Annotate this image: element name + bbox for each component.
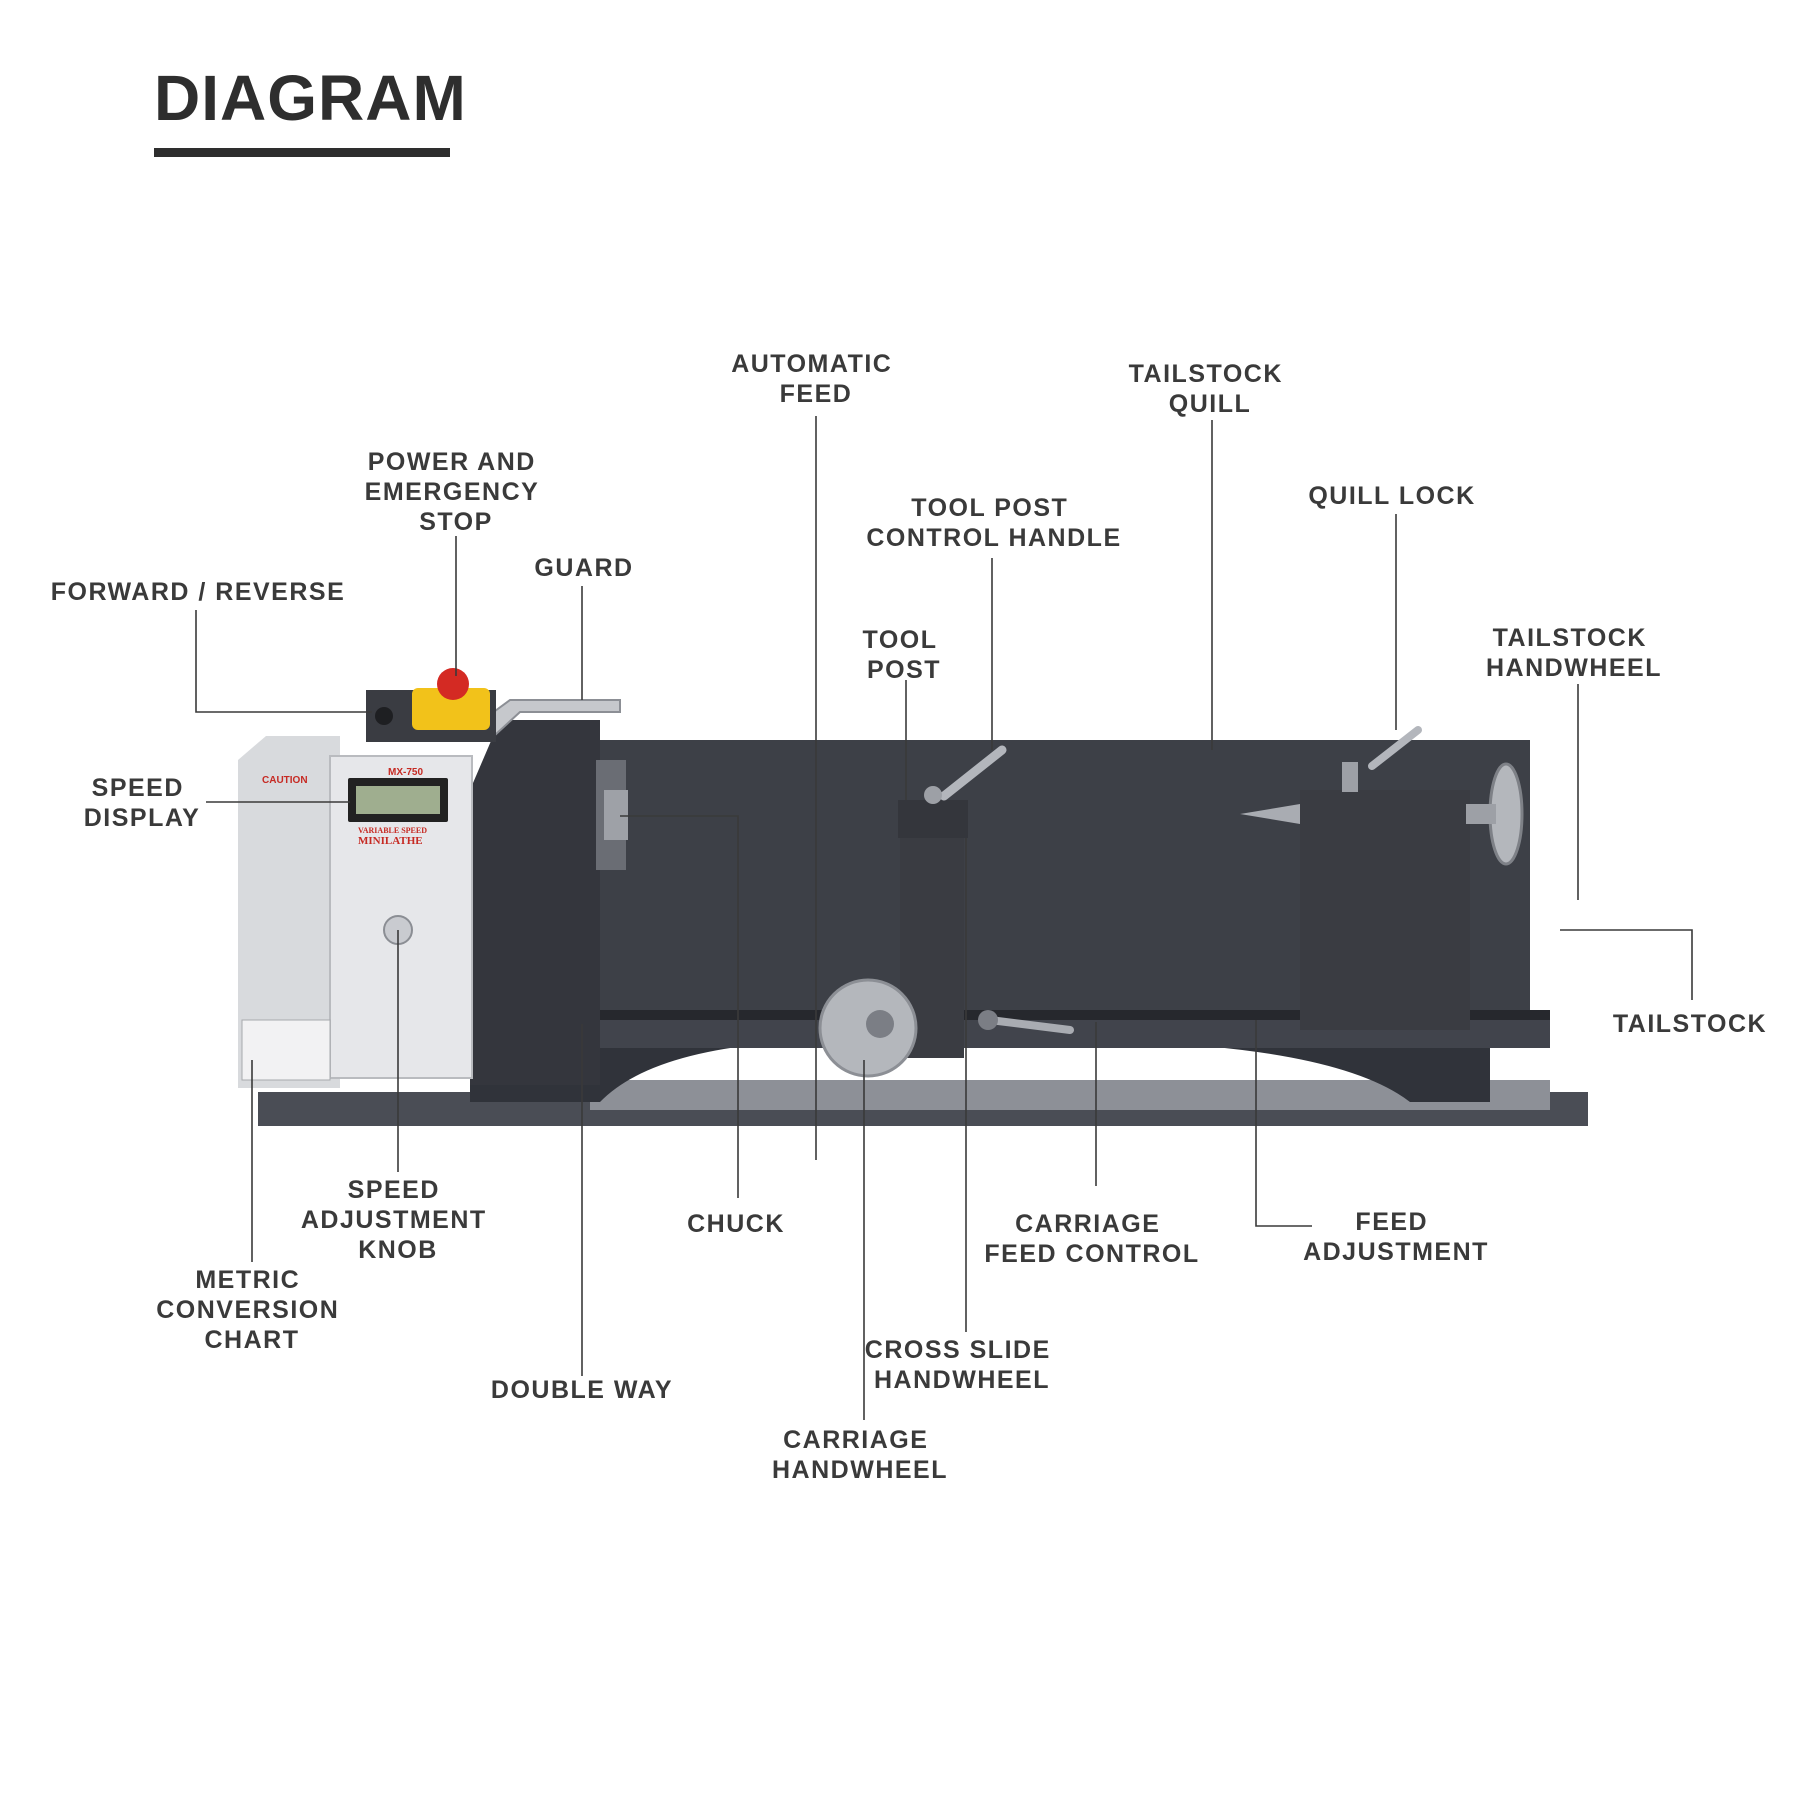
label-metric-conversion-chart: METRIC CONVERSION CHART — [156, 1266, 348, 1354]
label-line: CHUCK — [687, 1210, 785, 1238]
label-line: EMERGENCY — [365, 478, 539, 506]
leader-feed-adjustment — [1255, 1020, 1312, 1227]
headstock — [470, 720, 600, 1085]
label-tailstock: TAILSTOCK — [1613, 1010, 1767, 1038]
label-line: FORWARD / REVERSE — [51, 578, 346, 606]
label-line: ADJUSTMENT — [1303, 1238, 1489, 1266]
label-line: TAILSTOCK — [1129, 360, 1283, 388]
tailstock — [1300, 790, 1470, 1030]
leader-tailstock — [1560, 929, 1693, 1000]
label-line: CROSS SLIDE — [865, 1336, 1051, 1364]
label-feed-adjustment: FEED ADJUSTMENT — [1303, 1208, 1489, 1266]
estop-button[interactable] — [437, 668, 469, 700]
label-line: TAILSTOCK — [1493, 624, 1647, 652]
carriage-feed-lever[interactable] — [986, 1016, 1074, 1034]
label-line: ADJUSTMENT — [301, 1206, 487, 1234]
title-underline — [154, 148, 450, 157]
label-line: SPEED — [92, 774, 184, 802]
tool-post-cap — [924, 786, 942, 804]
label-line: QUILL LOCK — [1308, 482, 1475, 510]
label-double-way: DOUBLE WAY — [491, 1376, 673, 1404]
leader-lines — [195, 416, 1693, 1420]
label-line: FEED — [780, 380, 853, 408]
quill-lock-post — [1342, 762, 1358, 792]
label-quill-lock: QUILL LOCK — [1308, 482, 1475, 510]
label-line: METRIC — [195, 1266, 300, 1294]
tool-post-handle[interactable] — [939, 745, 1007, 801]
callout-labels: FORWARD / REVERSE POWER AND EMERGENCY ST… — [51, 350, 1767, 1484]
label-line: HANDWHEEL — [874, 1366, 1050, 1394]
control-panel-side — [238, 736, 340, 1088]
label-power-and-emergency-stop: POWER AND EMERGENCY STOP — [365, 448, 548, 536]
badge-line-2: MINILATHE — [358, 835, 423, 847]
label-tailstock-quill: TAILSTOCK QUILL — [1129, 360, 1292, 418]
chuck-jaws — [604, 790, 628, 840]
metric-conversion-chart — [241, 1019, 331, 1081]
badge-line-1: VARIABLE SPEED — [358, 826, 427, 835]
leader-forward-reverse — [195, 610, 372, 713]
estop-yellow-housing — [412, 688, 490, 730]
label-automatic-feed: AUTOMATIC FEED — [731, 350, 901, 408]
tool-post — [898, 800, 968, 838]
diagram-title: DIAGRAM — [154, 62, 467, 134]
tailstock-handwheel-shaft — [1466, 804, 1496, 824]
label-line: CARRIAGE — [1015, 1210, 1160, 1238]
label-line: QUILL — [1169, 390, 1252, 418]
speed-display-screen — [356, 786, 440, 814]
label-line: HANDWHEEL — [772, 1456, 948, 1484]
label-chuck: CHUCK — [687, 1210, 785, 1238]
panel-caution: CAUTION — [262, 775, 308, 786]
quill-lock-lever[interactable] — [1368, 726, 1422, 770]
label-line: DISPLAY — [84, 804, 201, 832]
label-line: KNOB — [358, 1236, 438, 1264]
label-guard: GUARD — [534, 554, 633, 582]
label-tailstock-handwheel: TAILSTOCK HANDWHEEL — [1486, 624, 1662, 682]
label-forward-reverse: FORWARD / REVERSE — [51, 578, 346, 606]
label-line: STOP — [419, 508, 493, 536]
label-tool-post: TOOL POST — [863, 626, 946, 684]
label-line: CARRIAGE — [783, 1426, 928, 1454]
label-carriage-handwheel: CARRIAGE HANDWHEEL — [772, 1426, 948, 1484]
label-line: POWER AND — [368, 448, 536, 476]
label-line: AUTOMATIC — [731, 350, 892, 378]
leader-chuck — [620, 815, 739, 1198]
label-line: FEED — [1355, 1208, 1428, 1236]
label-line: GUARD — [534, 554, 633, 582]
carriage-handwheel-hub — [866, 1010, 894, 1038]
label-line: FEED CONTROL — [984, 1240, 1199, 1268]
label-line: TAILSTOCK — [1613, 1010, 1767, 1038]
forward-reverse-switch[interactable] — [375, 707, 393, 725]
label-speed-display: SPEED DISPLAY — [84, 774, 201, 832]
lathe-illustration: CAUTION MX-750 VARIABLE SPEED MINILATHE — [238, 668, 1588, 1126]
label-line: POST — [867, 656, 941, 684]
label-line: CONTROL HANDLE — [866, 524, 1121, 552]
label-line: DOUBLE WAY — [491, 1376, 673, 1404]
label-line: CONVERSION — [156, 1296, 339, 1324]
label-carriage-feed-control: CARRIAGE FEED CONTROL — [984, 1210, 1199, 1268]
carriage-feed-knob — [978, 1010, 998, 1030]
tailstock-center — [1240, 804, 1300, 824]
label-line: HANDWHEEL — [1486, 654, 1662, 682]
label-line: SPEED — [348, 1176, 440, 1204]
label-line: CHART — [205, 1326, 300, 1354]
label-speed-adjustment-knob: SPEED ADJUSTMENT KNOB — [301, 1176, 495, 1264]
label-line: TOOL — [863, 626, 938, 654]
label-line: TOOL POST — [911, 494, 1068, 522]
label-tool-post-control-handle: TOOL POST CONTROL HANDLE — [866, 494, 1121, 552]
label-cross-slide-handwheel: CROSS SLIDE HANDWHEEL — [865, 1336, 1059, 1394]
panel-model: MX-750 — [388, 767, 423, 778]
